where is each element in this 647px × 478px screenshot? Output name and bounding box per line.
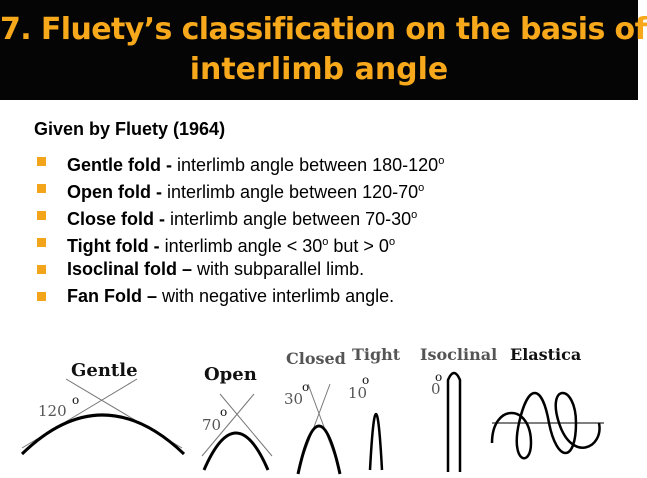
open-limb-tangent-right	[219, 393, 273, 457]
elastica-fold-diagram: Elastica	[490, 345, 604, 460]
figure-label-closed: Closed	[286, 349, 346, 368]
degree-mark: o	[435, 370, 442, 384]
fold-description: with negative interlimb angle.	[157, 286, 395, 306]
degree-sup: o	[418, 182, 425, 194]
fold-term: Gentle fold -	[67, 155, 172, 175]
fold-list: Gentle fold - interlimb angle between 18…	[34, 149, 444, 311]
gentle-fold-curve	[20, 413, 186, 456]
isoclinal-angle: 0	[431, 380, 441, 398]
title-bar: 7. Fluety’s classification on the basis …	[0, 0, 647, 100]
figure-label-gentle: Gentle	[71, 360, 138, 381]
gentle-angle: 120	[38, 402, 67, 420]
list-item-close: Close fold - interlimb angle between 70-…	[34, 203, 444, 230]
isoclinal-fold-diagram: Isoclinal 0 o	[420, 345, 497, 472]
fold-types-figure: Gentle 120 o Open 70 o Closed 30 o Tight…	[20, 345, 604, 475]
fold-description: interlimb angle between 180-120	[172, 155, 439, 175]
given-by-heading: Given by Fluety (1964)	[34, 119, 226, 139]
degree-mark: o	[72, 393, 79, 407]
square-bullet-icon	[37, 184, 46, 193]
list-item-gentle: Gentle fold - interlimb angle between 18…	[34, 149, 444, 176]
closed-fold-curve	[296, 424, 342, 475]
slide-title-line-2: interlimb angle	[189, 52, 449, 87]
list-item-fan: Fan Fold – with negative interlimb angle…	[34, 284, 444, 311]
square-bullet-icon	[37, 238, 46, 247]
isoclinal-fold-curve	[446, 371, 462, 472]
tight-angle: 10	[348, 384, 367, 402]
degree-sup: o	[438, 155, 445, 167]
fold-description: interlimb angle < 30	[159, 236, 323, 256]
open-fold-diagram: Open 70 o	[201, 364, 273, 471]
gentle-fold-diagram: Gentle 120 o	[20, 360, 186, 456]
fold-term: Close fold -	[67, 209, 165, 229]
fold-term: Tight fold -	[67, 236, 160, 256]
figure-label-tight: Tight	[352, 345, 401, 364]
tight-fold-curve	[368, 413, 384, 471]
degree-mark: o	[302, 380, 309, 394]
degree-mark: o	[220, 405, 227, 419]
closed-fold-diagram: Closed 30 o	[284, 349, 346, 475]
figure-label-elastica: Elastica	[510, 345, 581, 364]
fold-description-tail: but > 0	[328, 236, 389, 256]
open-fold-curve	[202, 431, 270, 471]
degree-sup: o	[411, 209, 418, 221]
square-bullet-icon	[37, 292, 46, 301]
slide-title-line-1: 7. Fluety’s classification on the basis …	[0, 12, 647, 47]
list-item-isoclinal: Isoclinal fold – with subparallel limb.	[34, 257, 444, 284]
square-bullet-icon	[37, 265, 46, 274]
figure-label-isoclinal: Isoclinal	[420, 345, 497, 364]
figure-label-open: Open	[204, 364, 257, 385]
elastica-fold-curve	[490, 391, 601, 460]
fold-description: interlimb angle between 120-70	[161, 182, 419, 202]
tight-fold-diagram: Tight 10 o	[348, 345, 401, 471]
fold-term: Fan Fold –	[67, 286, 157, 306]
degree-mark: o	[362, 373, 369, 387]
list-item-open: Open fold - interlimb angle between 120-…	[34, 176, 444, 203]
list-item-tight: Tight fold - interlimb angle < 30o but >…	[34, 230, 444, 257]
square-bullet-icon	[37, 157, 46, 166]
fold-description: with subparallel limb.	[192, 259, 365, 279]
square-bullet-icon	[37, 211, 46, 220]
open-limb-tangent-left	[201, 393, 255, 457]
open-angle: 70	[202, 416, 221, 434]
fold-term: Isoclinal fold –	[67, 259, 193, 279]
fold-description: interlimb angle between 70-30	[165, 209, 412, 229]
closed-angle: 30	[284, 390, 303, 408]
degree-sup: o	[388, 236, 396, 248]
fold-term: Open fold -	[67, 182, 162, 202]
degree-sup: o	[322, 236, 329, 248]
